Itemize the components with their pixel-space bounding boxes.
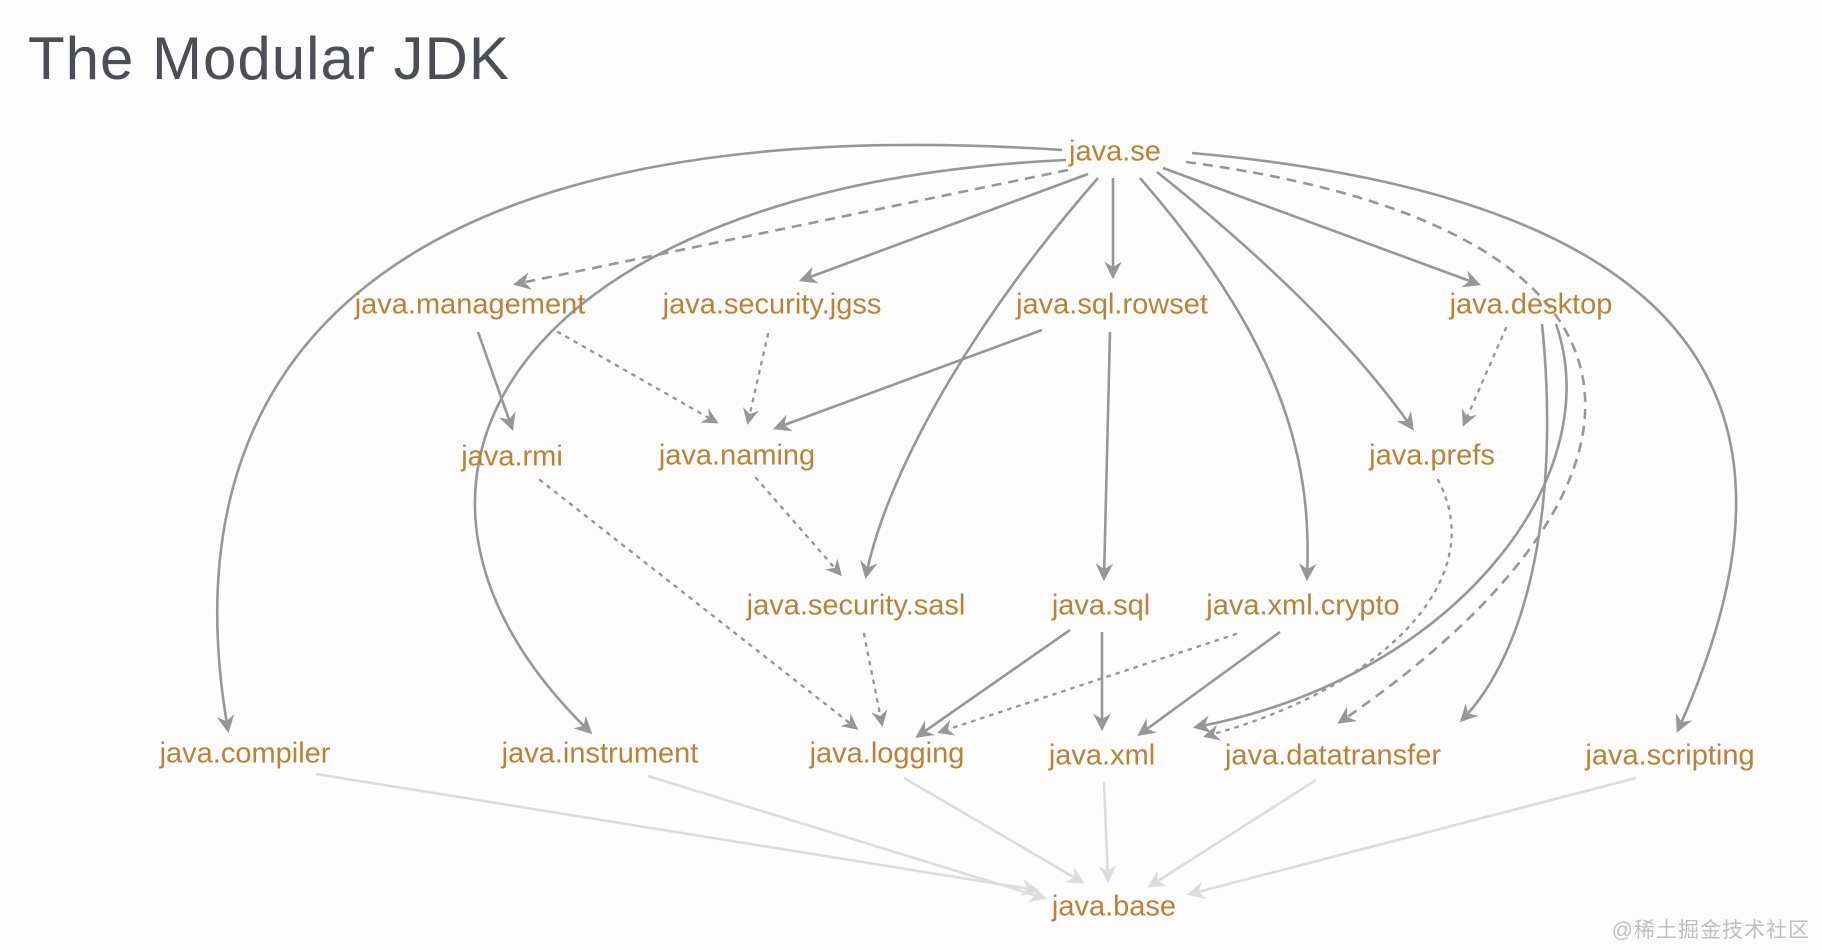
edge-java.se-to-java.management [512,168,1069,290]
edge-java.management-to-java.naming [556,330,719,424]
edge-java.se-to-java.security.jgss [799,172,1089,284]
edge-java.se-to-java.desktop [1162,166,1481,288]
edge-java.security.jgss-to-java.naming [743,332,770,425]
edge-java.se-to-java.xml.crypto [1139,177,1317,582]
page-title: The Modular JDK [28,25,510,92]
edge-java.sql-to-java.logging [915,628,1071,738]
watermark: @稀土掘金技术社区 [1611,919,1810,942]
edge-java.security.sasl-to-java.logging [862,632,888,727]
edge-java.instrument-to-java.base [647,774,1048,903]
edge-java.se-to-java.prefs [1156,170,1414,431]
edge-java.xml.crypto-to-java.logging [937,632,1238,736]
edge-java.xml.crypto-to-java.xml [1137,630,1281,736]
edge-java.scripting-to-java.base [1186,776,1637,899]
edge-java.se-to-java.compiler [215,143,1063,734]
edge-java.datatransfer-to-java.base [1147,778,1317,888]
edge-java.logging-to-java.base [903,776,1085,884]
edge-java.se-to-java.scripting [1191,151,1738,733]
edge-java.desktop-to-java.xml [1192,323,1568,734]
edge-java.se-to-java.datatransfer [1185,160,1587,724]
edge-java.naming-to-java.security.sasl [754,476,842,577]
edge-java.sql.rowset-to-java.naming [773,328,1043,432]
edge-java.sql.rowset-to-java.sql [1095,331,1114,582]
edge-java.desktop-to-java.prefs [1461,326,1508,427]
edge-java.xml-to-java.base [1098,781,1117,884]
edge-java.prefs-to-java.xml [1203,478,1453,741]
edge-java.se-to-java.instrument [473,158,1067,735]
edge-java.compiler-to-java.base [315,772,1040,897]
edge-java.rmi-to-java.logging [538,478,859,730]
edge-java.management-to-java.rmi [476,331,516,431]
edge-java.se-to-java.security.sasl [860,177,1099,580]
edge-java.desktop-to-java.datatransfer [1459,323,1549,723]
